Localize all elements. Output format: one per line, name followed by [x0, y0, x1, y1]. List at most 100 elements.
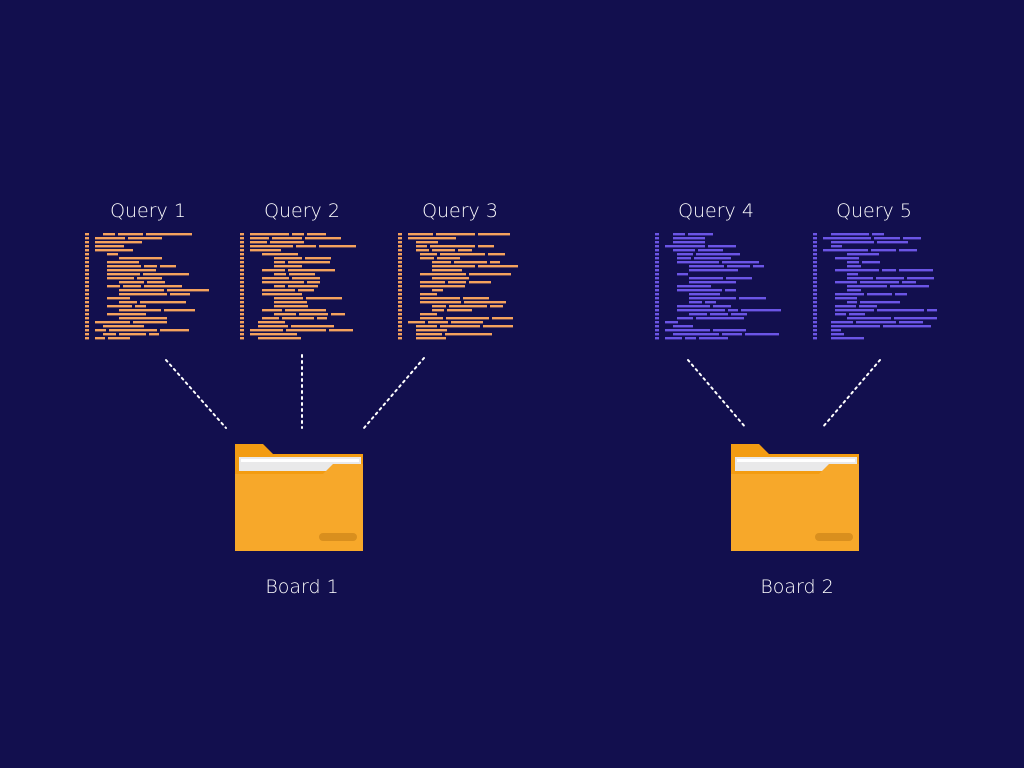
code-line: [420, 273, 466, 276]
code-line-number: [655, 325, 659, 328]
code-line: [831, 321, 853, 324]
code-line: [871, 249, 896, 252]
code-line: [689, 269, 738, 272]
code-line: [478, 265, 518, 268]
code-line: [285, 309, 326, 312]
code-line: [883, 325, 931, 328]
code-line: [835, 281, 857, 284]
code-line: [705, 301, 716, 304]
code-line-number: [398, 249, 402, 252]
code-line-number: [85, 253, 89, 256]
code-line: [95, 249, 133, 252]
code-line: [262, 293, 302, 296]
code-line-number: [398, 237, 402, 240]
code-line: [305, 237, 341, 240]
code-line-number: [398, 321, 402, 324]
code-line: [119, 301, 137, 304]
code-line: [274, 285, 285, 288]
code-line: [699, 337, 728, 340]
code-line: [143, 273, 189, 276]
code-line-number: [85, 305, 89, 308]
code-line: [107, 269, 156, 272]
code-line: [95, 329, 106, 332]
code-line: [137, 277, 162, 280]
code-line-number: [398, 297, 402, 300]
code-line-number: [240, 233, 244, 236]
code-line: [432, 289, 443, 292]
code-line-number: [85, 241, 89, 244]
code-line: [107, 265, 141, 268]
code-line: [274, 313, 296, 316]
code-line-number: [240, 325, 244, 328]
code-line: [665, 321, 678, 324]
code-line: [872, 233, 884, 236]
folder-handle: [815, 533, 853, 541]
code-line: [847, 301, 857, 304]
code-line: [160, 265, 176, 268]
code-line: [490, 261, 500, 264]
code-line: [673, 249, 695, 252]
code-line: [464, 301, 506, 304]
code-line: [725, 289, 736, 292]
code-line-number: [85, 293, 89, 296]
code-line: [753, 265, 764, 268]
code-line-number: [85, 273, 89, 276]
code-line-number: [813, 301, 817, 304]
code-line: [831, 325, 880, 328]
code-line: [469, 281, 491, 284]
code-line: [831, 245, 842, 248]
code-line: [291, 325, 334, 328]
code-line: [677, 257, 691, 260]
code-line-number: [813, 297, 817, 300]
code-line-number: [398, 277, 402, 280]
code-line-number: [240, 293, 244, 296]
code-line: [149, 333, 159, 336]
code-line: [440, 325, 480, 328]
code-line: [262, 309, 282, 312]
code-line: [876, 277, 904, 280]
code-line: [144, 285, 182, 288]
code-line: [95, 337, 105, 340]
code-line-number: [813, 245, 817, 248]
code-line: [739, 297, 766, 300]
code-line: [899, 321, 923, 324]
code-line: [862, 261, 880, 264]
code-line: [250, 329, 283, 332]
code-line-number: [655, 289, 659, 292]
code-line: [432, 305, 446, 308]
code-line-number: [655, 281, 659, 284]
code-line: [305, 257, 331, 260]
code-line: [107, 285, 120, 288]
code-line: [250, 245, 293, 248]
code-line: [860, 301, 900, 304]
folder-front: [235, 464, 363, 551]
code-line: [835, 313, 846, 316]
code-line-number: [398, 273, 402, 276]
code-line-number: [240, 321, 244, 324]
code-line: [847, 285, 887, 288]
code-line: [107, 305, 132, 308]
code-line-number: [813, 321, 817, 324]
code-line: [835, 257, 859, 260]
code-line: [250, 241, 267, 244]
code-line: [899, 249, 917, 252]
code-line: [689, 297, 736, 300]
code-line: [147, 281, 165, 284]
code-line-number: [813, 329, 817, 332]
code-line: [483, 325, 513, 328]
folder-handle: [319, 533, 357, 541]
code-line: [107, 261, 139, 264]
code-line: [469, 273, 511, 276]
code-line: [831, 337, 864, 340]
code-line-number: [655, 337, 659, 340]
code-line: [831, 329, 841, 332]
code-line-number: [655, 301, 659, 304]
code-line: [420, 257, 434, 260]
code-line: [831, 241, 874, 244]
code-line: [696, 253, 740, 256]
code-line: [478, 245, 494, 248]
code-line: [118, 233, 143, 236]
code-line-number: [85, 249, 89, 252]
folder-front: [731, 464, 859, 551]
code-line-number: [655, 237, 659, 240]
